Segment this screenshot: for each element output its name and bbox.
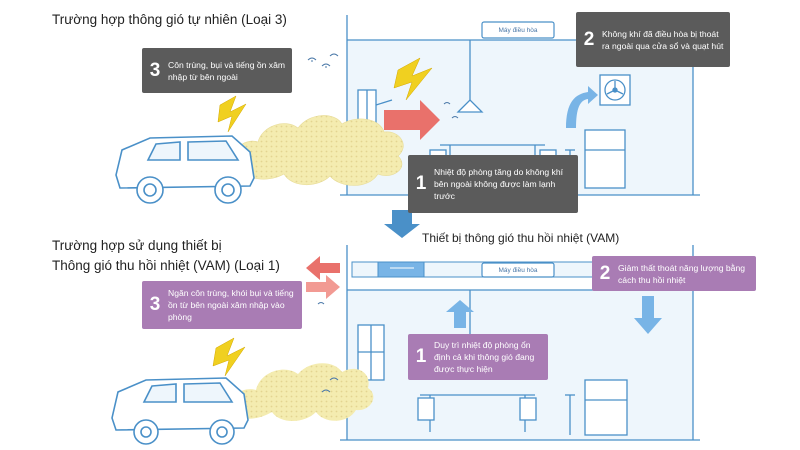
car-icon-bottom xyxy=(111,377,249,445)
dust-texture-bottom xyxy=(230,363,374,421)
insect-icons xyxy=(307,53,459,119)
supply-down-arrow xyxy=(634,296,662,334)
noise-lightning-icon xyxy=(217,57,433,133)
exhaust-arrow xyxy=(566,86,598,128)
bottom-callout-3: 3 Ngăn côn trùng, khói bụi và tiếng ồn t… xyxy=(142,281,302,329)
exhaust-fan-icon xyxy=(599,74,631,106)
top-callout-1: 1 Nhiệt độ phòng tăng do không khí bên n… xyxy=(408,155,578,213)
bottom-callout-1: 1 Duy trì nhiệt độ phòng ổn định cả khi … xyxy=(408,334,548,380)
bottom-callout-2: 2 Giảm thất thoát năng lượng bằng cách t… xyxy=(592,256,756,291)
top-ac-unit xyxy=(481,21,555,39)
callout-number: 2 xyxy=(599,262,611,284)
bottom-scenario-title-line1: Trường hợp sử dụng thiết bị xyxy=(52,238,222,253)
exhaust-out-arrow xyxy=(306,256,340,280)
callout-text: Nhiệt độ phòng tăng do không khí bên ngo… xyxy=(434,167,564,201)
heat-intrusion-arrow xyxy=(384,100,440,140)
callout-number: 2 xyxy=(583,28,595,50)
callout-text: Không khí đã điều hòa bị thoát ra ngoài … xyxy=(602,28,724,51)
top-scenario-title: Trường hợp thông gió tự nhiên (Loại 3) xyxy=(52,12,287,27)
bottom-ac-label: Máy điều hòa xyxy=(498,267,538,274)
callout-number: 3 xyxy=(149,59,161,81)
noise-lightning-icon-bottom xyxy=(212,337,246,377)
bottom-ac-unit xyxy=(481,262,555,278)
callout-text: Côn trùng, bụi và tiếng ồn xâm nhập từ b… xyxy=(168,59,286,82)
top-callout-2: 2 Không khí đã điều hòa bị thoát ra ngoà… xyxy=(576,12,730,67)
insect-icons-bottom xyxy=(317,302,339,393)
callout-text: Duy trì nhiệt độ phòng ổn định cả khi th… xyxy=(434,340,535,374)
bottom-scenario-title-line2: Thông gió thu hồi nhiệt (VAM) (Loại 1) xyxy=(52,258,280,273)
transition-down-arrow xyxy=(384,210,420,238)
callout-number: 1 xyxy=(415,346,427,367)
supply-up-arrow xyxy=(446,300,474,328)
callout-number: 3 xyxy=(149,294,161,315)
fresh-air-in-arrow xyxy=(306,275,340,299)
top-ac-label: Máy điều hòa xyxy=(498,27,538,34)
top-callout-3: 3 Côn trùng, bụi và tiếng ồn xâm nhập từ… xyxy=(142,48,292,93)
dust-texture-top xyxy=(234,115,404,186)
vam-label: Thiết bị thông gió thu hồi nhiệt (VAM) xyxy=(422,231,620,245)
car-icon-top xyxy=(115,135,255,204)
callout-text: Giảm thất thoát năng lượng bằng cách thu… xyxy=(618,262,746,285)
callout-text: Ngăn côn trùng, khói bụi và tiếng ồn từ … xyxy=(168,288,294,322)
callout-number: 1 xyxy=(415,173,427,194)
